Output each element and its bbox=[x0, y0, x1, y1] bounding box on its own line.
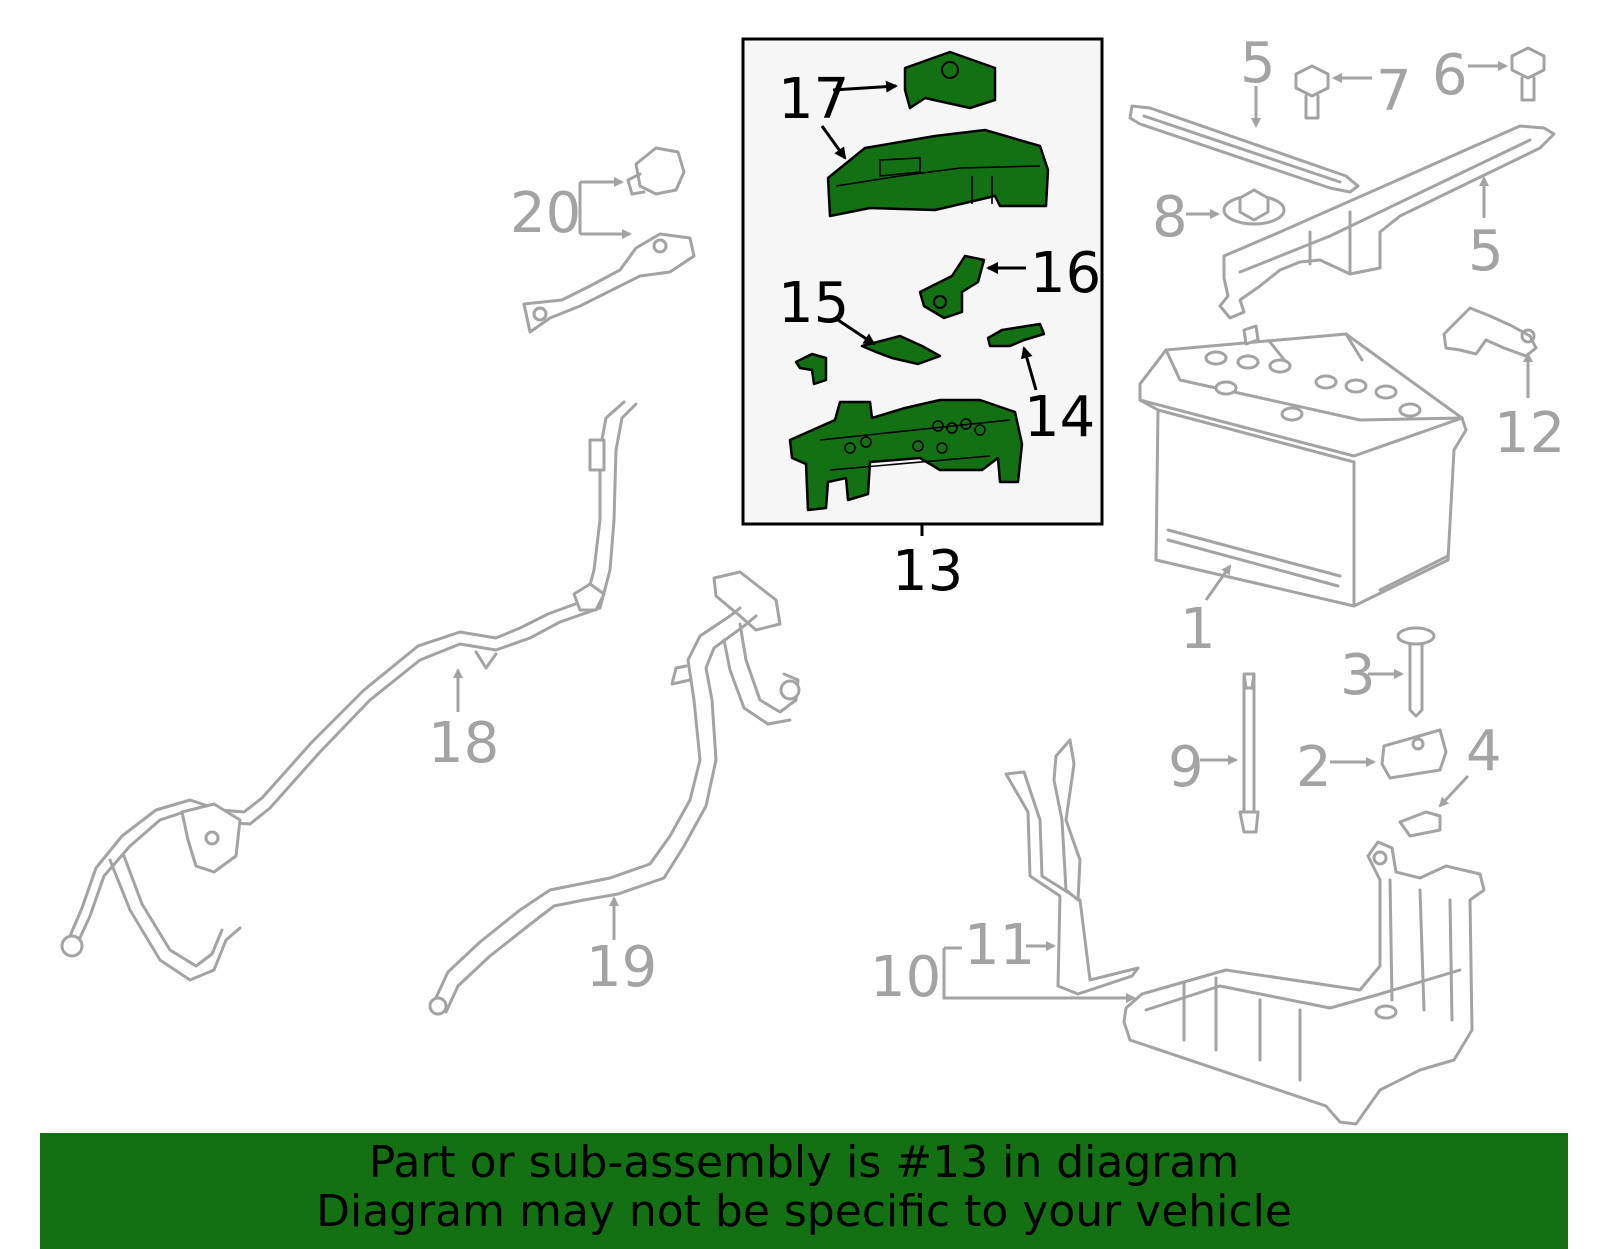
callout-17: 17 bbox=[778, 67, 849, 132]
part-18-cable bbox=[60, 400, 638, 982]
banner-line-2: Diagram may not be specific to your vehi… bbox=[316, 1186, 1292, 1237]
callout-11: 11 bbox=[964, 913, 1035, 978]
callout-6: 6 bbox=[1432, 43, 1468, 108]
callout-20: 20 bbox=[510, 181, 581, 246]
info-banner: Part or sub-assembly is #13 in diagram D… bbox=[40, 1133, 1568, 1249]
part-16-bracket bbox=[918, 254, 986, 320]
part-6-bolt bbox=[1510, 46, 1546, 102]
callout-16: 16 bbox=[1030, 241, 1101, 306]
part-17-fuse-box-cover bbox=[826, 128, 1050, 218]
callout-13: 13 bbox=[892, 539, 963, 604]
part-8-nut bbox=[1222, 188, 1286, 226]
part-17-terminal-cap bbox=[903, 50, 997, 110]
callout-8: 8 bbox=[1152, 185, 1188, 250]
part-11-bracket bbox=[1004, 738, 1140, 996]
callout-7: 7 bbox=[1376, 59, 1412, 124]
part-9-rod bbox=[1238, 672, 1260, 834]
part-14-clip bbox=[986, 322, 1046, 348]
callout-2: 2 bbox=[1296, 735, 1332, 800]
part-10-battery-tray bbox=[1122, 840, 1486, 1126]
part-15-plate bbox=[860, 334, 942, 366]
part-12-bracket bbox=[1442, 306, 1538, 358]
callout-5b: 5 bbox=[1468, 219, 1504, 284]
callout-10: 10 bbox=[870, 945, 941, 1010]
callout-12: 12 bbox=[1494, 401, 1565, 466]
part-3-bolt bbox=[1396, 626, 1436, 718]
part-20-terminals bbox=[522, 146, 696, 334]
part-19-cable bbox=[428, 570, 801, 1016]
banner-line-1: Part or sub-assembly is #13 in diagram bbox=[368, 1137, 1240, 1188]
subassembly-13-box[interactable]: 17 16 15 14 bbox=[741, 37, 1104, 526]
callout-18: 18 bbox=[428, 711, 499, 776]
part-7-bolt bbox=[1294, 64, 1330, 120]
part-5-rails bbox=[1128, 104, 1556, 320]
callout-4: 4 bbox=[1466, 719, 1502, 784]
small-clip bbox=[794, 352, 828, 386]
callout-19: 19 bbox=[586, 935, 657, 1000]
callout-9: 9 bbox=[1168, 735, 1204, 800]
part-1-battery bbox=[1138, 324, 1468, 608]
callout-5a: 5 bbox=[1240, 31, 1276, 96]
callout-15: 15 bbox=[778, 271, 849, 336]
part-4-clip bbox=[1398, 810, 1442, 838]
callout-14: 14 bbox=[1024, 385, 1095, 450]
callout-1: 1 bbox=[1180, 597, 1216, 662]
part-2-block bbox=[1380, 728, 1448, 780]
